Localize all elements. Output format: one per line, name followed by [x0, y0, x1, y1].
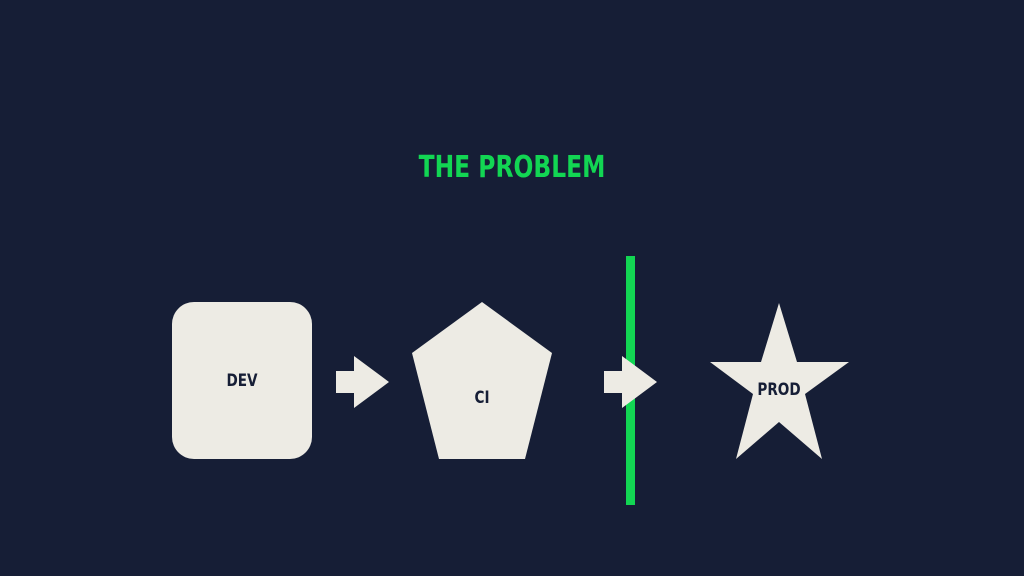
- slide-title: THE PROBLEM: [418, 150, 606, 185]
- ci-label: CI: [474, 388, 489, 408]
- prod-node: [710, 303, 849, 459]
- dev-label: DEV: [226, 371, 257, 391]
- ci-node: [412, 302, 552, 459]
- prod-label: PROD: [757, 380, 800, 400]
- dev-node: [172, 302, 312, 459]
- arrow-dev-to-ci: [336, 356, 389, 408]
- arrow-ci-to-prod: [604, 356, 657, 408]
